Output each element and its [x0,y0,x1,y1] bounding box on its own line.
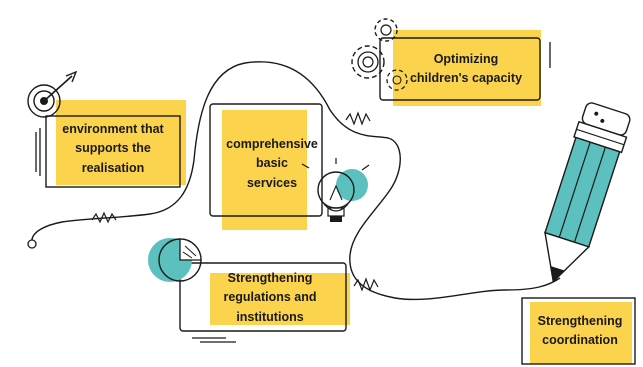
path-start-dot [27,239,37,249]
target-arrow-icon [27,70,78,118]
step-env-frame [45,115,181,188]
step-capacity-highlight [393,30,541,106]
step-capacity-label: Optimizing children's capacity [409,51,523,85]
path-zigzag-3 [353,277,379,292]
step-env-label: environment that supports the realisatio… [62,121,164,175]
pencil-icon [544,102,631,284]
winding-path [31,61,561,301]
step-coordination-frame [521,297,636,365]
step-env-highlight [56,100,186,185]
gears-icon [351,18,408,91]
step-regulations-frame [179,262,347,332]
step-services-frame [209,103,323,217]
step-capacity-frame [379,37,541,101]
step-services-highlight [222,110,307,230]
step-regulations-highlight [210,273,350,325]
light-bulb-icon [301,158,370,222]
path-zigzag-2 [345,111,371,126]
step-regulations-label: Strengthening regulations and institutio… [223,270,317,324]
path-zigzag-1 [91,211,117,224]
step-services-label: comprehensive basic services [226,136,318,190]
step-coordination-label: Strengthening coordination [537,313,623,347]
step-coordination-highlight [530,302,632,364]
pie-chart-icon [148,238,202,282]
